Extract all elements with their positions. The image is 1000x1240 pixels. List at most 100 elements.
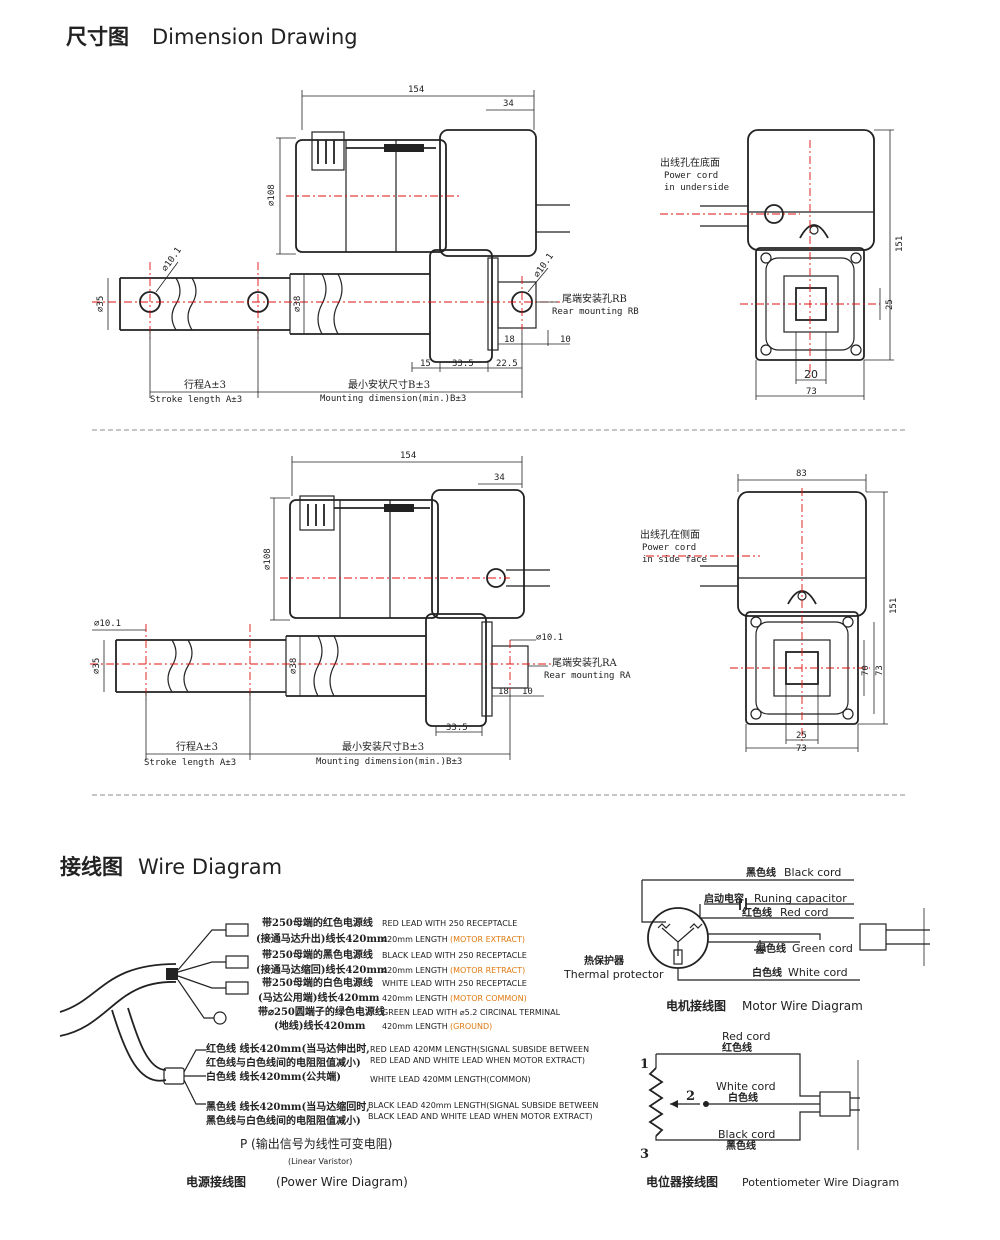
pot-caption-cn: 电位器接线图 [646,1174,718,1189]
cord-label-cn: 出线孔在底面 [660,156,720,169]
thermal-en: Thermal protector [563,968,664,981]
pot-white-cn: 白色线 [728,1091,758,1104]
motor-caption-cn: 电机接线图 [666,998,726,1013]
sig-red-en-2: RED LEAD AND WHITE LEAD WHEN MOTOR EXTRA… [370,1056,585,1065]
motor-black-en: Black cord [784,866,841,879]
sig-red-en-1: RED LEAD 420MM LENGTH(SIGNAL SUBSIDE BET… [370,1045,589,1054]
red-lead-cn: 带250母端的红色电源线 [262,916,373,929]
end2-dim-70: 70 [861,665,871,676]
end2-dim-83: 83 [796,469,807,479]
motor-cap-cn: 启动电容 [704,892,744,905]
drawing-1-side-view: 154 34 ⌀108 ⌀35 ⌀38 ⌀10.1 ⌀10.1 尾端安装孔RB … [92,85,639,405]
dim-35: ⌀35 [96,296,106,312]
red-lead-en: RED LEAD WITH 250 RECEPTACLE [382,919,517,928]
potentiometer-note-cn: P (输出信号为线性可变电阻) [240,1136,392,1151]
inner-rod [120,277,290,331]
potentiometer-wire-diagram: Red cord 红色线 White cord 白色线 Black cord 黑… [640,1030,899,1189]
wire-bundle [384,144,424,152]
dim2-10-1-rear: ⌀10.1 [536,633,563,643]
wire-title-en: Wire Diagram [138,855,282,879]
black-lead-length-cn: (接通马达缩回)线长420mm [256,963,388,976]
motor-red-cn: 红色线 [742,906,772,919]
dim2-33-5: 33.5 [446,723,468,733]
pot-black-en: Black cord [718,1128,775,1141]
end2-dim-151: 151 [889,598,899,614]
mount-label-en: Mounting dimension(min.)B±3 [320,394,466,404]
dim2-38: ⌀38 [289,658,299,674]
motor-red-en: Red cord [780,906,829,919]
end-motor-cap [747,129,875,251]
dim2-154: 154 [400,451,416,461]
stroke-label2-cn: 行程A±3 [176,740,218,753]
motor-white-en: White cord [788,966,848,979]
cord-label2-cn: 出线孔在侧面 [640,528,700,541]
motor-body-2 [289,499,439,619]
motor-cap-en: Runing capacitor [754,892,847,905]
mount-label2-en: Mounting dimension(min.)B±3 [316,757,462,767]
motor-black-cn: 黑色线 [746,866,776,879]
pot-red-cn: 红色线 [722,1041,752,1054]
motor-wire-diagram: 黑色线 Black cord 启动电容 Runing capacitor 红色线… [563,866,930,1013]
dim-33-5: 33.5 [452,359,474,369]
mount-label-cn: 最小安状尺寸B±3 [348,378,430,391]
sig-red-cn-2: 红色线与白色线间的电阻阻值减小) [206,1056,361,1069]
green-lead-length-cn: (地线)线长420mm [274,1019,366,1032]
dim2-35: ⌀35 [92,658,102,674]
cord-label2-en-2: in side face [642,555,707,565]
green-lead-tag: (GROUND) [450,1022,492,1031]
sig-white-cn: 白色线 线长420mm(公共端) [206,1070,341,1083]
cord-label-en-1: Power cord [664,171,718,181]
stroke-label-cn: 行程A±3 [184,378,226,391]
end2-dim-73-vert: 73 [875,665,885,676]
pot-terminal-2: 2 [686,1089,695,1104]
rear-mount-label-cn: 尾端安装孔RB [562,292,627,305]
dim2-18: 18 [498,687,509,697]
sig-white-en: WHITE LEAD 420MM LENGTH(COMMON) [370,1075,531,1084]
end2-dim-73: 73 [796,744,807,754]
end-dim-151: 151 [895,236,905,252]
lower-housing-2 [425,613,487,727]
dim-154: 154 [408,85,424,95]
power-wire-caption-en: (Power Wire Diagram) [276,1175,408,1189]
wire-title-cn: 接线图 [60,855,123,879]
sig-red-cn-1: 红色线 线长420mm(当马达伸出时, [206,1042,370,1055]
connector-block [311,131,345,171]
drawing-2-end-view: 出线孔在侧面 Power cord in side face 83 151 70… [640,469,899,754]
motor-green-en: Green cord [792,942,853,955]
dim-18: 18 [504,335,515,345]
dim-108: ⌀108 [267,184,277,206]
drawing-1-end-view: 出线孔在底面 Power cord in underside 151 25 20… [660,129,905,400]
lower-housing [429,249,493,363]
green-lead-cn: 带⌀250圆端子的绿色电源线 [258,1005,385,1018]
white-lead-length-en: 420mm LENGTH [382,994,448,1003]
stroke-label-en: Stroke length A±3 [150,395,242,405]
dim2-10: 10 [522,687,533,697]
motor-green-cn: 绿色线 [756,942,786,955]
red-receptacle [225,923,249,937]
stroke-label2-en: Stroke length A±3 [144,758,236,768]
dim2-34: 34 [494,473,505,483]
motor-circle [647,907,709,969]
dim-34: 34 [503,99,514,109]
rear-bracket [497,281,537,329]
rear-mount-label2-en: Rear mounting RA [544,671,631,681]
cord-label2-en-1: Power cord [642,543,696,553]
white-receptacle [225,981,249,995]
power-wire-caption-cn: 电源接线图 [186,1174,246,1189]
sig-black-en-1: BLACK LEAD 420mm LENGTH(SIGNAL SUBSIDE B… [368,1101,598,1110]
sig-black-cn-2: 黑色线与白色线间的电阻阻值减小) [206,1114,361,1127]
pot-black-cn: 黑色线 [726,1139,756,1152]
dim-15: 15 [420,359,431,369]
red-lead-length-en: 420mm LENGTH [382,935,448,944]
sig-black-en-2: BLACK LEAD AND WHITE LEAD WHEN MOTOR EXT… [368,1112,593,1121]
dim2-10-1-front: ⌀10.1 [94,619,121,629]
thermal-cn: 热保护器 [584,954,625,967]
pot-red-en: Red cord [722,1030,771,1043]
black-lead-length-en: 420mm LENGTH [382,966,448,975]
white-lead-en: WHITE LEAD WITH 250 RECEPTACLE [382,979,527,988]
motor-white-cn: 白色线 [752,966,782,979]
motor-caption-en: Motor Wire Diagram [742,999,863,1013]
mount-label2-cn: 最小安装尺寸B±3 [342,740,424,753]
outer-tube [290,273,430,335]
